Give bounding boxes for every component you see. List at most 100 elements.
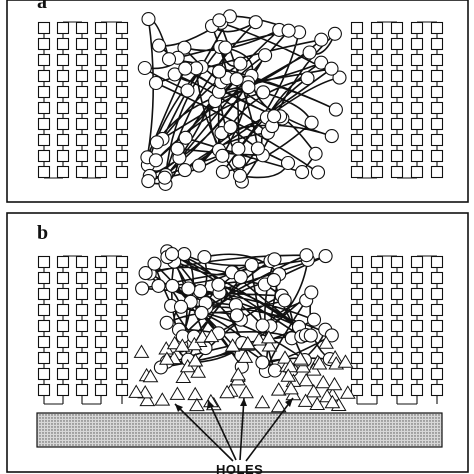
square-unit [390, 69, 404, 83]
square-unit [75, 367, 89, 381]
brush-chain [75, 255, 101, 405]
coil-a-bead [178, 61, 193, 76]
panel-a-random-coil [137, 9, 347, 191]
square-unit [75, 271, 89, 285]
hole-arrowhead-3 [240, 398, 247, 406]
brush-chain [94, 21, 122, 179]
square-unit [75, 117, 89, 131]
square-unit [56, 383, 70, 397]
square-unit [370, 367, 384, 381]
coil-a-bead [148, 153, 163, 168]
square-unit [390, 383, 404, 397]
square-unit [37, 53, 51, 67]
coil-a-bead [324, 61, 339, 76]
coil-a-bead [157, 170, 172, 185]
substrate-layer [36, 412, 443, 448]
panel-b-left-brush-chains [37, 255, 129, 405]
panel-a: a [6, 0, 469, 203]
brush-chain [115, 21, 129, 179]
triangle-unit [186, 336, 203, 351]
square-unit [94, 367, 108, 381]
square-unit [56, 367, 70, 381]
square-unit [115, 53, 129, 67]
brush-chain [390, 255, 417, 405]
brush-chain [37, 21, 63, 179]
coil-b-bead [194, 305, 209, 320]
coil-b-bead [255, 355, 270, 370]
panel-b-right-brush-chains [350, 255, 444, 405]
triangle-unit [238, 384, 254, 399]
square-unit [115, 335, 129, 349]
square-unit [75, 255, 89, 269]
square-unit [37, 351, 51, 365]
coil-b-bead [304, 285, 319, 300]
square-unit [370, 303, 384, 317]
triangle-unit [139, 392, 156, 407]
panel-b-triangle-species [128, 328, 356, 413]
square-unit [410, 351, 424, 365]
square-unit [410, 53, 424, 67]
coil-a-bead [327, 26, 342, 41]
square-unit [56, 149, 70, 163]
triangle-unit [305, 384, 322, 398]
hole-arrowhead-2 [207, 400, 214, 409]
square-unit [75, 335, 89, 349]
square-unit [115, 271, 129, 285]
square-unit [390, 149, 404, 163]
square-unit [115, 287, 129, 301]
square-unit [430, 319, 444, 333]
triangle-unit [261, 338, 278, 352]
square-unit [370, 101, 384, 115]
square-unit [56, 117, 70, 131]
coil-b-bead [165, 278, 180, 293]
square-unit [410, 383, 424, 397]
square-unit [410, 287, 424, 301]
coil-b-bead [244, 257, 259, 273]
coil-a-bead [250, 141, 265, 156]
square-unit [94, 287, 108, 301]
square-unit [94, 149, 108, 163]
square-unit [115, 117, 129, 131]
square-unit [115, 303, 129, 317]
square-unit [390, 133, 404, 147]
coil-b-bead [138, 266, 153, 281]
square-unit [350, 37, 364, 51]
triangle-unit [298, 372, 315, 387]
square-unit [350, 255, 364, 269]
coil-b-bead [147, 256, 162, 271]
hole-arrow-2 [207, 399, 237, 461]
square-unit [370, 351, 384, 365]
coil-a-bead [223, 119, 238, 135]
square-unit [370, 165, 384, 179]
coil-b-bead [318, 249, 333, 264]
triangle-unit [277, 350, 293, 364]
triangle-unit [203, 328, 220, 343]
square-unit [115, 21, 129, 35]
square-unit [115, 367, 129, 381]
square-unit [410, 133, 424, 147]
square-unit [37, 133, 51, 147]
square-unit [75, 383, 89, 397]
coil-a-bead [137, 60, 152, 76]
hole-arrow-1 [174, 403, 234, 462]
hole-arrowhead-4 [285, 398, 293, 407]
triangle-unit [270, 398, 287, 413]
square-unit [37, 101, 51, 115]
square-unit [94, 165, 108, 179]
square-unit [430, 165, 444, 179]
square-unit [370, 383, 384, 397]
square-unit [37, 117, 51, 131]
brush-chain [430, 255, 444, 404]
square-unit [370, 149, 384, 163]
coil-a-bead [241, 80, 256, 95]
square-unit [56, 101, 70, 115]
square-unit [390, 53, 404, 67]
square-unit [350, 303, 364, 317]
square-unit [37, 335, 51, 349]
square-unit [370, 271, 384, 285]
square-unit [370, 53, 384, 67]
square-unit [370, 85, 384, 99]
triangle-unit [326, 376, 343, 391]
square-unit [75, 165, 89, 179]
triangle-unit [159, 351, 175, 365]
